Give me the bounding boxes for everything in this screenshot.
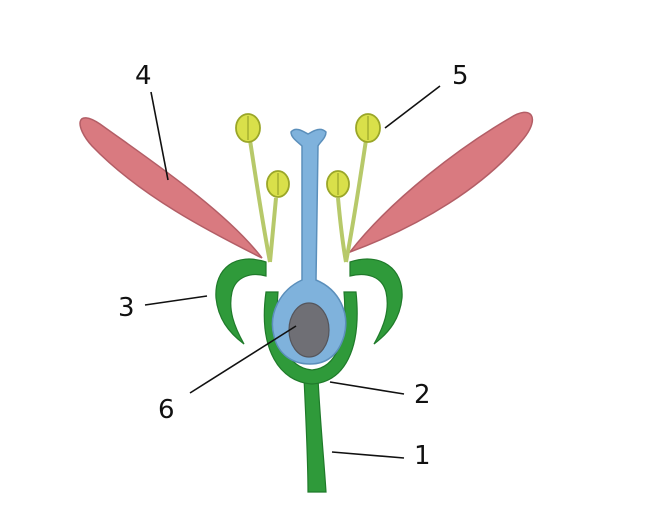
sepal-right bbox=[349, 258, 403, 345]
filament-inner-right bbox=[336, 197, 348, 263]
label-petal: 4 bbox=[135, 61, 152, 91]
filament-inner-left bbox=[268, 197, 278, 263]
filament-outer-left bbox=[248, 139, 272, 263]
leader-line-ovary bbox=[189, 325, 297, 394]
leader-lines bbox=[144, 85, 441, 459]
label-receptacle: 2 bbox=[414, 380, 431, 410]
petal-right bbox=[347, 111, 534, 254]
leader-line-receptacle bbox=[329, 381, 405, 395]
leader-line-sepal bbox=[144, 295, 208, 306]
pistil bbox=[271, 128, 347, 365]
anther-outer-right bbox=[355, 113, 381, 143]
ovule bbox=[288, 302, 330, 358]
anther-inner-right bbox=[326, 170, 350, 198]
leader-line-stamen bbox=[384, 85, 441, 129]
filament-outer-right bbox=[344, 139, 368, 263]
leader-line-stem bbox=[331, 451, 405, 459]
label-stem: 1 bbox=[414, 441, 431, 471]
anther-outer-left bbox=[235, 113, 261, 143]
label-stamen: 5 bbox=[452, 61, 469, 91]
sepal-left bbox=[215, 258, 267, 345]
label-sepal: 3 bbox=[118, 293, 135, 323]
stamens bbox=[235, 113, 381, 263]
sepals bbox=[215, 258, 403, 345]
petals bbox=[79, 111, 534, 259]
pistil-body bbox=[271, 128, 347, 365]
labels: 4 5 3 6 2 1 bbox=[118, 61, 469, 471]
stem bbox=[303, 377, 327, 493]
label-ovary: 6 bbox=[158, 395, 175, 425]
leader-line-petal bbox=[150, 91, 169, 181]
anther-inner-left bbox=[266, 170, 290, 198]
petal-left bbox=[79, 117, 263, 259]
